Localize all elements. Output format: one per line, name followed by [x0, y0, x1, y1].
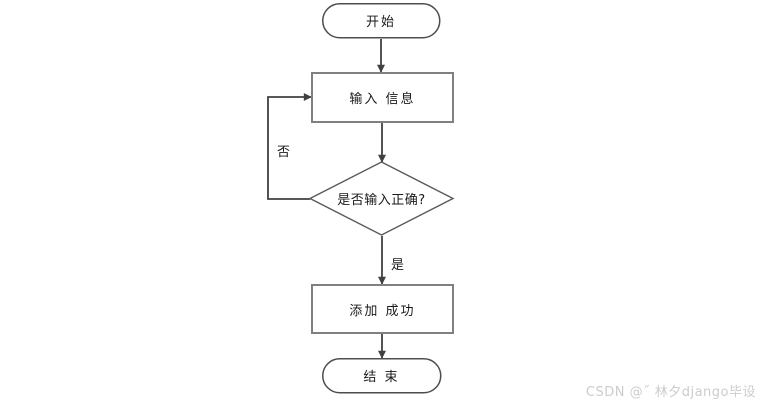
- success-process-shape: [311, 284, 454, 334]
- edge-label-no: 否: [277, 145, 291, 160]
- watermark-text: CSDN @˝ 林夕django毕设: [585, 385, 756, 400]
- arrow-decision-no-loop: [267, 93, 312, 200]
- edge-label-yes: 是: [391, 258, 405, 273]
- decision-diamond-shape: [308, 161, 455, 236]
- end-terminator-shape: [322, 358, 442, 394]
- success-node-label: 添加 成功: [349, 303, 416, 319]
- input-node-label: 输入 信息: [349, 92, 416, 107]
- input-process-shape: [311, 72, 454, 123]
- decision-node-label: 是否输入正确?: [337, 193, 426, 208]
- start-terminator-shape: [322, 3, 441, 39]
- start-node-label: 开始: [365, 15, 396, 30]
- end-node-label: 结 束: [363, 370, 400, 385]
